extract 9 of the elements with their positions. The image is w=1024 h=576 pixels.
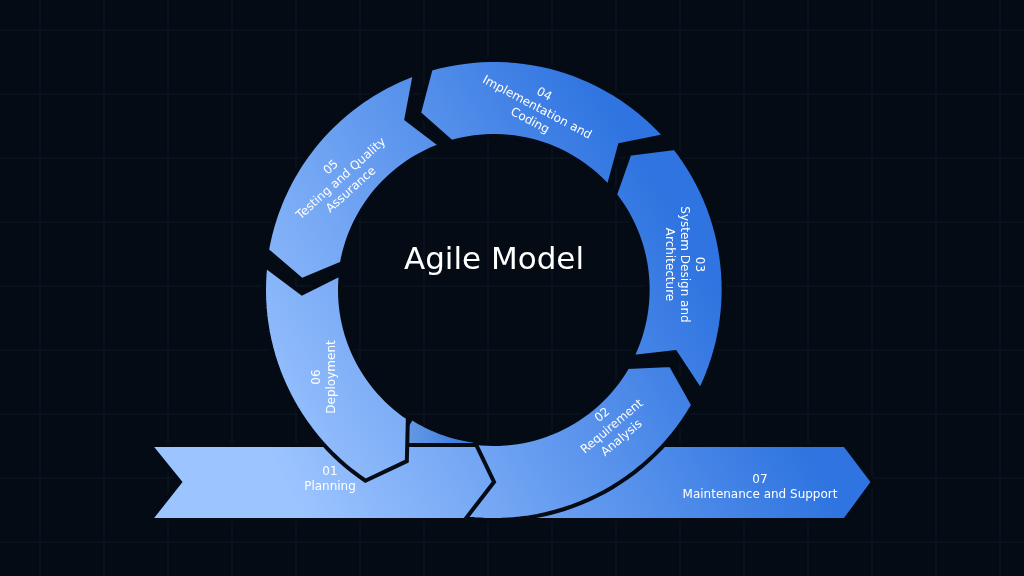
step-title: System Design and Architecture — [661, 205, 692, 325]
step-number: 03 — [691, 255, 707, 275]
step-number: 07 — [751, 472, 769, 487]
step-title: Deployment — [324, 339, 340, 416]
step-title: Planning — [303, 479, 357, 494]
step-number: 01 — [321, 464, 339, 479]
step-number: 06 — [309, 368, 325, 387]
step-title: Maintenance and Support — [681, 487, 839, 502]
diagram-title: Agile Model — [402, 239, 586, 278]
